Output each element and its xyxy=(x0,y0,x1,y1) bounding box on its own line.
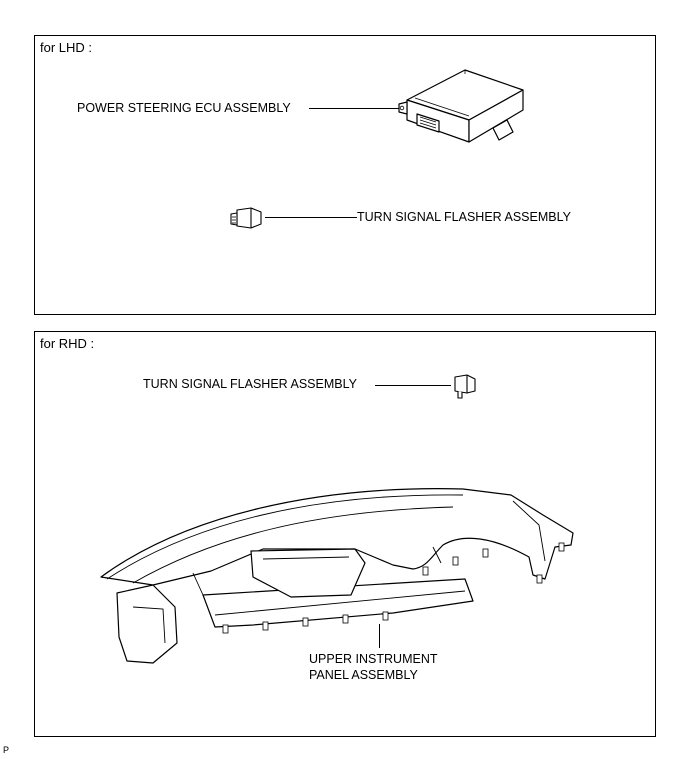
rhd-turn-signal-flasher-drawing xyxy=(454,374,476,399)
instrument-panel-leader-line xyxy=(379,624,380,648)
figure-code: P xyxy=(3,745,10,755)
upper-instrument-panel-drawing xyxy=(100,488,574,664)
upper-instrument-panel-label-line2: PANEL ASSEMBLY xyxy=(309,668,418,682)
lhd-flasher-leader-line xyxy=(265,217,357,218)
rhd-turn-signal-flasher-label: TURN SIGNAL FLASHER ASSEMBLY xyxy=(143,377,357,391)
lhd-turn-signal-flasher-label: TURN SIGNAL FLASHER ASSEMBLY xyxy=(357,210,571,224)
rhd-flasher-leader-line xyxy=(375,385,451,386)
lhd-panel-label: for LHD : xyxy=(40,40,93,55)
rhd-panel-label: for RHD : xyxy=(40,336,95,351)
upper-instrument-panel-label-line1: UPPER INSTRUMENT xyxy=(309,652,438,666)
rhd-panel: for RHD : TURN SIGNAL FLASHER ASSEMBLY xyxy=(34,331,656,737)
power-steering-ecu-label: POWER STEERING ECU ASSEMBLY xyxy=(77,101,291,115)
lhd-panel: for LHD : POWER STEERING ECU ASSEMBLY xyxy=(34,35,656,315)
ecu-leader-line xyxy=(309,108,403,109)
lhd-turn-signal-flasher-drawing xyxy=(230,207,262,229)
power-steering-ecu-drawing xyxy=(398,69,524,143)
